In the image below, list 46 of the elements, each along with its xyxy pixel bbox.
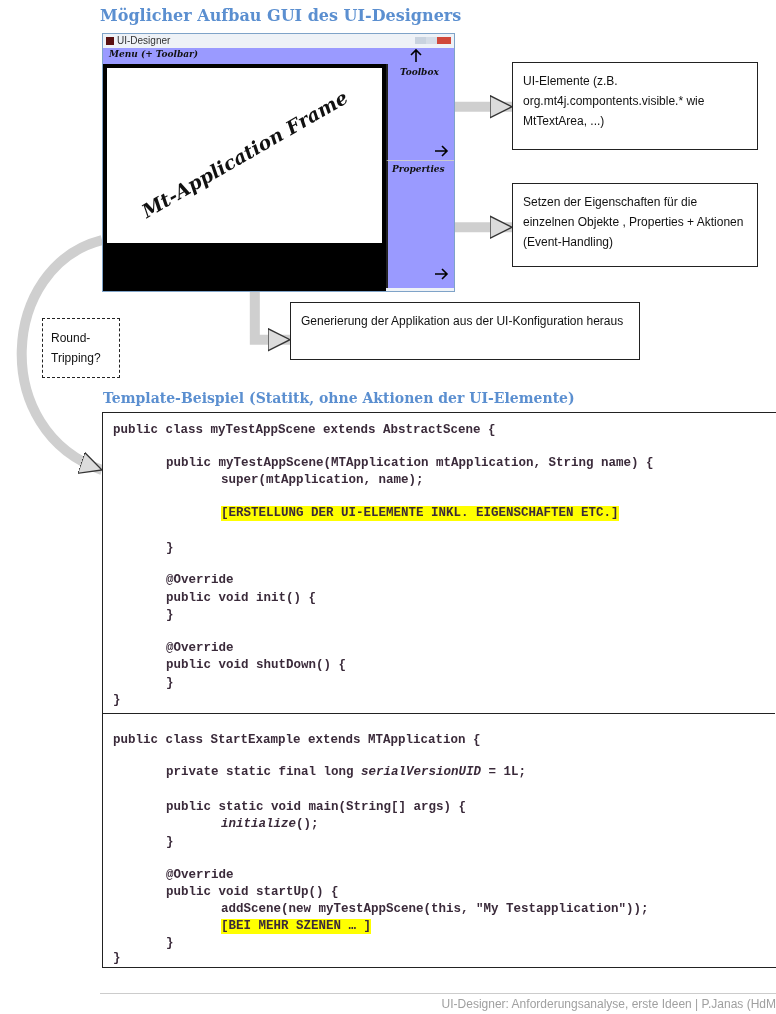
code-line: } bbox=[166, 608, 174, 623]
code-line: initialize(); bbox=[221, 817, 319, 832]
code-line: public void startUp() { bbox=[166, 885, 339, 900]
code-line: } bbox=[166, 936, 174, 951]
code-line: } bbox=[166, 835, 174, 850]
code-line: @Override bbox=[166, 573, 234, 588]
block-arrow bbox=[453, 95, 513, 119]
note-box bbox=[512, 62, 758, 150]
note-box bbox=[42, 318, 120, 378]
menu-bar bbox=[103, 48, 454, 64]
code-line: @Override bbox=[166, 641, 234, 656]
note-box bbox=[290, 302, 640, 360]
code-line: } bbox=[166, 541, 174, 556]
code-line: public static void main(String[] args) { bbox=[166, 800, 467, 815]
code-line: } bbox=[166, 676, 174, 691]
note-text: UI-Elemente (z.B. org.mt4j.compontents.visible.* wie MtTextArea, ...) bbox=[523, 73, 706, 130]
panel-label: Properties bbox=[392, 164, 445, 174]
note-text: Setzen der Eigenschaften für die einzelnen Objekte , Properties + Aktionen (Event-Handling) bbox=[523, 194, 745, 251]
menu-label: Menu (+ Toolbar) bbox=[109, 49, 199, 59]
code-line: super(mtApplication, name); bbox=[221, 473, 424, 488]
code-line: public myTestAppScene(MTApplication mtApplication, String name) { bbox=[166, 456, 654, 471]
code-line: public class StartExample extends MTApplication { bbox=[113, 733, 481, 748]
block-arrow bbox=[249, 290, 291, 352]
app-window bbox=[102, 33, 455, 292]
toolbox-panel bbox=[386, 64, 454, 161]
code-line: addScene(new myTestAppScene(this, "My Testapplication")); bbox=[221, 902, 649, 917]
code-line: private static final long serialVersionUID = 1L; bbox=[166, 765, 527, 780]
code-line: @Override bbox=[166, 868, 234, 883]
section-heading: Template-Beispiel (Statitk, ohne Aktionen der UI-Elemente) bbox=[103, 390, 575, 406]
status-bar bbox=[103, 247, 386, 291]
code-section bbox=[103, 713, 775, 967]
code-line: } bbox=[113, 951, 121, 966]
note-text: Round-Tripping? bbox=[51, 330, 102, 367]
page-title: Möglicher Aufbau GUI des UI-Designers bbox=[100, 6, 462, 25]
window-title: UI-Designer bbox=[117, 35, 171, 47]
code-line: public class myTestAppScene extends AbstractScene { bbox=[113, 423, 496, 438]
properties-panel bbox=[386, 161, 454, 288]
code-line: public void init() { bbox=[166, 591, 317, 606]
note-text: Generierung der Applikation aus der UI-Konfiguration heraus bbox=[301, 313, 625, 330]
code-line: public void shutDown() { bbox=[166, 658, 347, 673]
code-line: } bbox=[113, 693, 121, 708]
panel-label: Toolbox bbox=[400, 67, 439, 77]
note-box bbox=[512, 183, 758, 267]
application-frame bbox=[103, 64, 386, 247]
block-arrow bbox=[453, 215, 513, 239]
footer-text: UI-Designer: Anforderungsanalyse, erste Ideen | P.Janas (HdM bbox=[441, 997, 776, 1011]
